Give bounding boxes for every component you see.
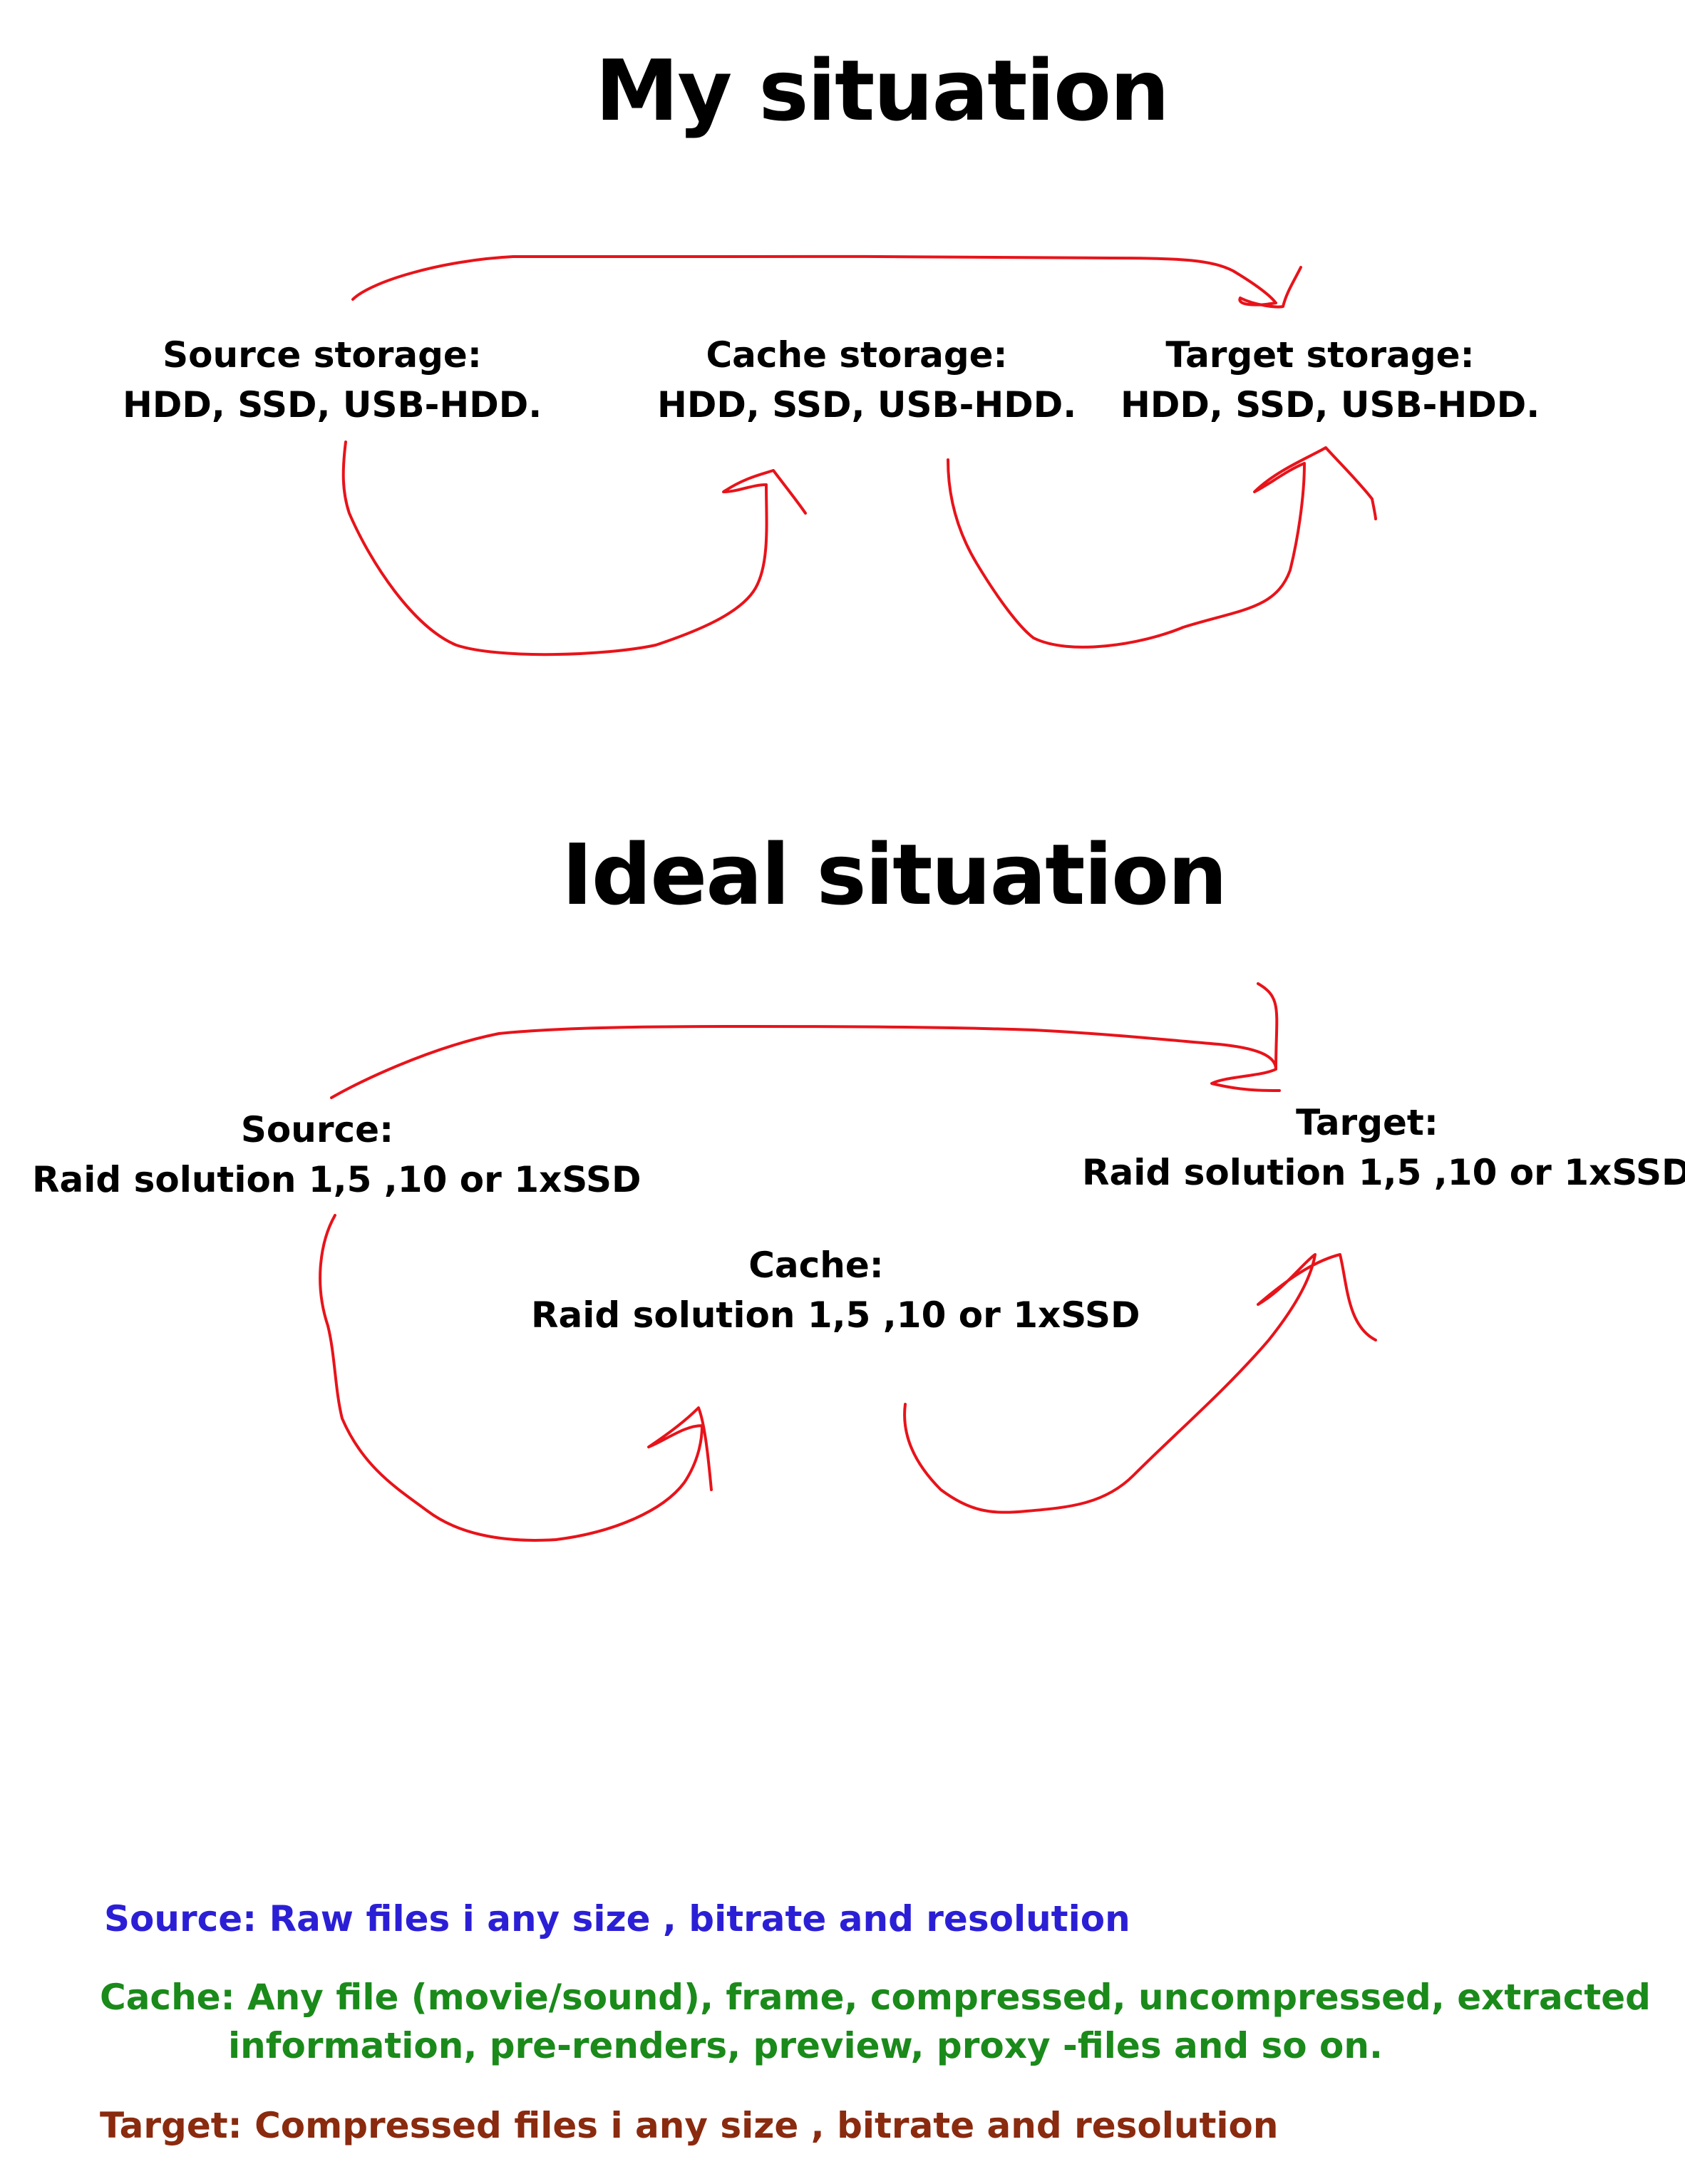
node-ideal-cache-value: Raid solution 1,5 ,10 or 1xSSD <box>531 1294 1140 1336</box>
title-ideal-situation: Ideal situation <box>561 825 1227 924</box>
arrow-my-source-to-cache <box>341 441 807 656</box>
node-my-source-label: Source storage: <box>163 334 482 376</box>
node-ideal-cache: Cache: Raid solution 1,5 ,10 or 1xSSD <box>531 1240 1140 1340</box>
node-my-source: Source storage: HDD, SSD, USB-HDD. <box>123 330 542 430</box>
node-my-source-value: HDD, SSD, USB-HDD. <box>123 384 542 426</box>
arrow-ideal-source-to-cache <box>319 1214 713 1542</box>
arrow-ideal-source-to-target <box>330 982 1281 1099</box>
node-ideal-source-label: Source: <box>240 1109 394 1150</box>
node-ideal-target-label: Target: <box>1296 1102 1438 1143</box>
legend-source: Source: Raw files i any size , bitrate a… <box>104 1898 1130 1940</box>
legend-cache-line1: Cache: Any file (movie/sound), frame, co… <box>100 1977 1651 2018</box>
node-my-cache-value: HDD, SSD, USB-HDD. <box>657 384 1077 426</box>
node-my-target-label: Target storage: <box>1165 334 1475 376</box>
node-ideal-cache-label: Cache: <box>748 1245 884 1286</box>
arrow-my-cache-to-target <box>947 446 1377 649</box>
node-my-cache: Cache storage: HDD, SSD, USB-HDD. <box>657 330 1077 430</box>
node-ideal-target: Target: Raid solution 1,5 ,10 or 1xSSD <box>1082 1098 1685 1197</box>
node-my-target-value: HDD, SSD, USB-HDD. <box>1120 384 1540 426</box>
legend-target: Target: Compressed files i any size , bi… <box>100 2105 1279 2146</box>
arrow-my-source-to-target <box>351 254 1302 309</box>
legend-cache-line2: information, pre-renders, preview, proxy… <box>228 2025 1383 2066</box>
arrow-ideal-cache-to-target <box>903 1253 1377 1514</box>
node-my-target: Target storage: HDD, SSD, USB-HDD. <box>1120 330 1540 430</box>
title-my-situation: My situation <box>594 41 1170 140</box>
node-my-cache-label: Cache storage: <box>706 334 1008 376</box>
node-ideal-target-value: Raid solution 1,5 ,10 or 1xSSD <box>1082 1152 1685 1193</box>
node-ideal-source: Source: Raid solution 1,5 ,10 or 1xSSD <box>32 1105 641 1205</box>
node-ideal-source-value: Raid solution 1,5 ,10 or 1xSSD <box>32 1159 641 1200</box>
